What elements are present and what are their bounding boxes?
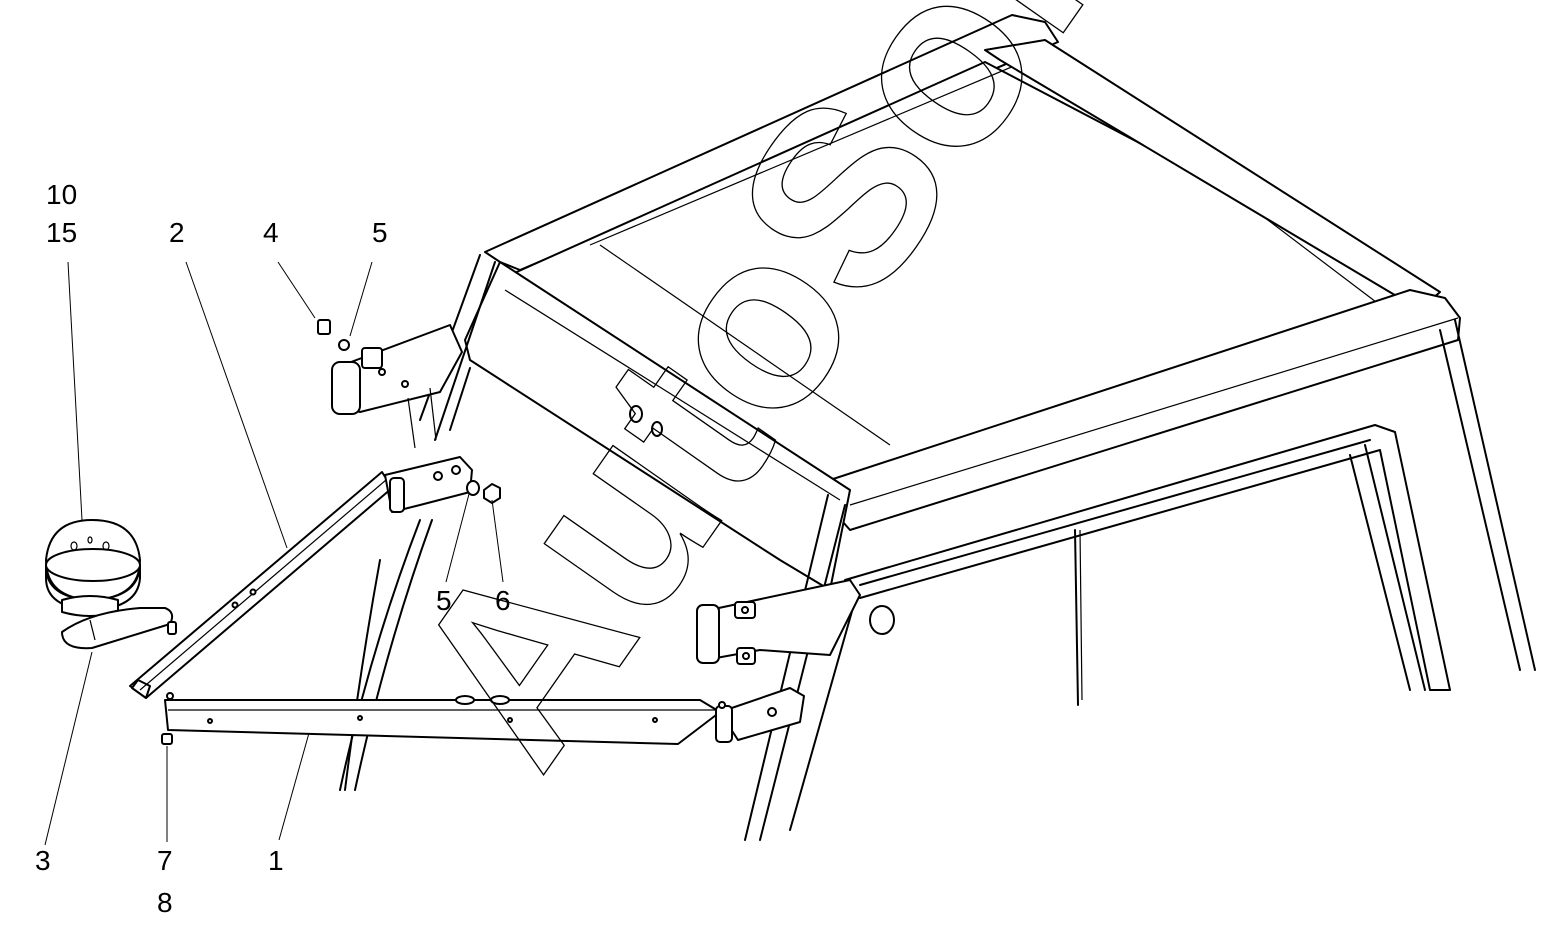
callout-5-upper: 5 [372, 217, 388, 248]
callout-6: 6 [495, 585, 511, 616]
mirror-head [45, 519, 141, 617]
callout-5-lower: 5 [436, 585, 452, 616]
plate-part-3 [61, 607, 177, 650]
upper-left-bracket [317, 319, 463, 449]
cab-side-pillars [339, 254, 1536, 841]
callout-4: 4 [263, 217, 279, 248]
cab-roof [464, 14, 1461, 591]
callout-7: 7 [157, 845, 173, 876]
upper-arm-part-2 [129, 456, 501, 699]
callout-1: 1 [268, 845, 284, 876]
callout-15: 15 [46, 217, 77, 248]
leader-lines [44, 261, 504, 846]
cab-door-frame [844, 424, 1451, 706]
callout-8: 8 [157, 887, 173, 918]
callout-3: 3 [35, 845, 51, 876]
callout-10: 10 [46, 179, 77, 210]
lower-arm-part-1 [161, 687, 805, 745]
callout-labels: 10 15 2 4 5 5 6 3 7 8 1 [35, 179, 511, 918]
right-mirror-bracket [696, 579, 861, 665]
callout-2: 2 [169, 217, 185, 248]
